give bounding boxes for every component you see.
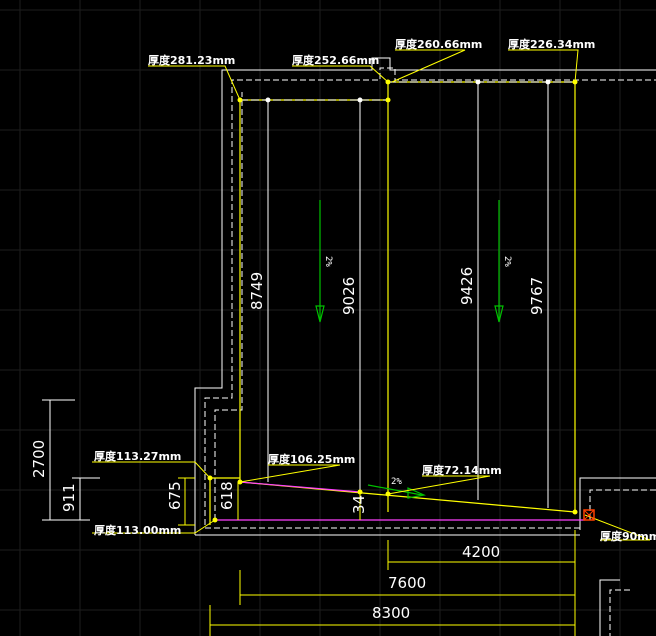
dimension-value: 4200 xyxy=(462,543,500,561)
dimension-values: 8749 9026 9426 9767 2700 911 675 618 34 … xyxy=(30,267,546,622)
thickness-label: 厚度281.23mm xyxy=(148,53,235,67)
thickness-label: 厚度260.66mm xyxy=(395,37,482,51)
thickness-labels: 厚度281.23mm 厚度252.66mm 厚度260.66mm 厚度226.3… xyxy=(94,37,656,543)
measurement-lines xyxy=(240,79,575,508)
dimension-value: 9026 xyxy=(340,277,358,315)
thickness-label: 厚度226.34mm xyxy=(508,37,595,51)
dimension-value: 34 xyxy=(350,495,368,514)
slope-percent: 2% xyxy=(502,256,512,267)
thickness-label: 厚度113.27mm xyxy=(94,449,181,463)
thickness-label: 厚度90mm xyxy=(600,529,656,543)
slope-labels: 2% 2% 2% xyxy=(323,256,512,487)
dimension-value: 618 xyxy=(218,481,236,510)
drain-marker xyxy=(583,509,595,521)
roof-wall-outline xyxy=(194,57,656,636)
label-leaders xyxy=(92,49,651,541)
dimension-value: 8300 xyxy=(372,604,410,622)
dimension-value: 9767 xyxy=(528,277,546,315)
dimension-value: 8749 xyxy=(248,272,266,310)
slope-percent: 2% xyxy=(323,256,333,267)
slope-percent: 2% xyxy=(391,477,402,487)
dimension-lines xyxy=(42,399,576,636)
thickness-label: 厚度252.66mm xyxy=(292,53,379,67)
dimension-value: 911 xyxy=(60,483,78,512)
thickness-label: 厚度113.00mm xyxy=(94,523,181,537)
dimension-value: 7600 xyxy=(388,574,426,592)
thickness-label: 厚度72.14mm xyxy=(422,463,502,477)
thickness-label: 厚度106.25mm xyxy=(268,452,355,466)
dimension-value: 9426 xyxy=(458,267,476,305)
dimension-value: 2700 xyxy=(30,440,48,478)
slope-arrows xyxy=(315,200,504,499)
dimension-value: 675 xyxy=(166,481,184,510)
